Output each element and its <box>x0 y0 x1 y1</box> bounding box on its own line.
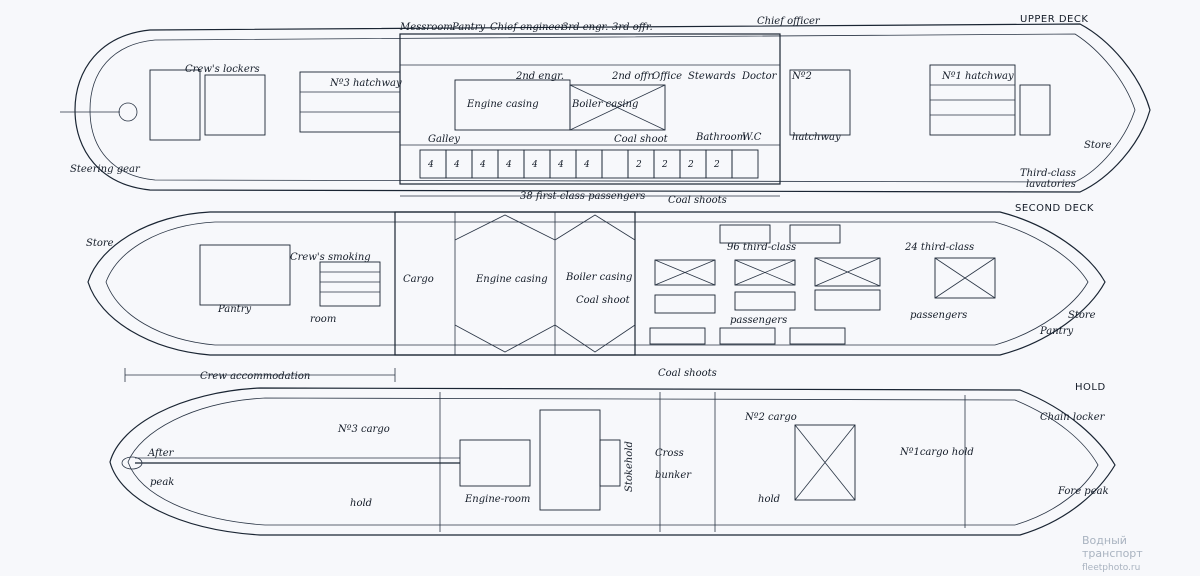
hold-hull-outline <box>109 387 1116 536</box>
bathroom-label: Bathroom <box>695 132 746 143</box>
wc-label: W.C <box>742 132 762 143</box>
svg-text:2: 2 <box>635 160 642 170</box>
svg-text:4: 4 <box>427 160 434 170</box>
third-class-lavatories-label-2: lavatories <box>1026 179 1076 190</box>
coal-shoots-top-label: Coal shoots <box>668 195 727 206</box>
stewards-label: Stewards <box>688 71 736 82</box>
hold-inner-line <box>127 397 1099 526</box>
no2-cargo-label: Nº2 cargo <box>744 412 797 423</box>
first-class-cabins <box>419 149 759 179</box>
pantry-label: Pantry <box>451 22 485 33</box>
passengers-label-1: passengers <box>730 315 787 326</box>
no2-hatchway-upper <box>789 69 851 136</box>
store-label: Store <box>1084 140 1112 151</box>
second-deck-machinery-block <box>394 211 636 356</box>
third-offr-label: 3rd offr. <box>612 22 653 33</box>
boiler-casing-second-label: Boiler casing <box>565 272 632 283</box>
upper-deck-plan: 4 4 4 4 4 4 4 2 2 2 2 UPPER DECK Messroo… <box>60 14 1151 202</box>
galley-label: Galley <box>428 134 460 145</box>
third-engr-label: 3rd engr. <box>562 22 608 33</box>
no2-label: Nº2 <box>791 71 812 82</box>
watermark-line-3: fleetphoto.ru <box>1082 563 1140 573</box>
engine-room-label: Engine-room <box>464 494 530 505</box>
second-deck-title: SECOND DECK <box>1015 203 1094 214</box>
cross-label: Cross <box>655 448 684 459</box>
peak-label: peak <box>150 477 174 488</box>
second-engr-label: 2nd engr. <box>515 71 564 82</box>
crews-smoking-label: Crew's smoking <box>290 252 371 263</box>
third-class-berths <box>649 224 996 345</box>
boiler-casing-label: Boiler casing <box>571 99 638 110</box>
upper-deck-hull-outline <box>74 23 1151 193</box>
boiler-block <box>539 409 601 511</box>
svg-text:2: 2 <box>713 160 720 170</box>
svg-text:2: 2 <box>687 160 694 170</box>
no1-cargo-hold-label: Nº1cargo hold <box>899 447 974 458</box>
second-offr-label: 2nd offr. <box>611 71 654 82</box>
hold-title: HOLD <box>1075 382 1106 393</box>
boiler-casing-upper <box>569 84 666 131</box>
third-class-lavatories-label-1: Third-class <box>1020 168 1076 179</box>
doctor-label: Doctor <box>741 71 778 82</box>
svg-text:2: 2 <box>661 160 668 170</box>
upper-deck-title: UPPER DECK <box>1020 14 1088 25</box>
engine-casing-label: Engine casing <box>466 99 539 110</box>
hold-aft-label: hold <box>350 498 372 509</box>
office-label: Office <box>652 71 682 82</box>
svg-text:4: 4 <box>479 160 486 170</box>
hold-plan: HOLD After peak Nº3 cargo hold Engine-ro… <box>109 382 1116 536</box>
svg-text:4: 4 <box>583 160 590 170</box>
engine-block <box>459 439 531 487</box>
fore-peak-label: Fore peak <box>1057 486 1109 497</box>
coal-shoots-bottom-label: Coal shoots <box>658 368 717 379</box>
after-label: After <box>147 448 175 459</box>
upper-deck-inner-line <box>89 33 1136 183</box>
engine-casing-second-label: Engine casing <box>475 274 548 285</box>
chief-officer-label: Chief officer <box>757 16 821 27</box>
third-class-24-label: 24 third-class <box>904 242 974 253</box>
room-label: room <box>310 314 336 325</box>
passengers-label-2: passengers <box>910 310 967 321</box>
no3-hatchway-label: Nº3 hatchway <box>329 78 402 89</box>
no3-hatchway-upper <box>299 71 401 133</box>
no1-hatchway-label: Nº1 hatchway <box>941 71 1014 82</box>
watermark-line-1: Водный <box>1082 534 1127 547</box>
second-deck-hull-outline <box>87 211 1106 356</box>
second-deck-plan: SECOND DECK Store Crew's smoking room Pa… <box>86 195 1106 382</box>
bunker-label: bunker <box>655 470 692 481</box>
chief-engineer-label: Chief engineer <box>490 22 566 33</box>
pantry-fwd-label: Pantry <box>1039 326 1073 337</box>
pantry-aft-label: Pantry <box>217 304 251 315</box>
third-class-96-label: 96 third-class <box>727 242 796 253</box>
store-fwd-label: Store <box>1068 310 1096 321</box>
first-class-passengers-label: 38 first-class passengers <box>520 191 645 202</box>
store-aft-label: Store <box>86 238 114 249</box>
crew-accommodation-label: Crew accommodation <box>200 371 310 382</box>
fleetphoto-watermark: Водный транспорт fleetphoto.ru <box>1082 534 1143 573</box>
watermark-line-2: транспорт <box>1082 547 1143 560</box>
second-deck-inner-line <box>105 221 1089 346</box>
svg-text:4: 4 <box>531 160 538 170</box>
svg-text:4: 4 <box>453 160 460 170</box>
no3-cargo-label: Nº3 cargo <box>337 424 390 435</box>
svg-text:4: 4 <box>505 160 512 170</box>
coal-shoot-second-label: Coal shoot <box>576 295 631 306</box>
cargo-label: Cargo <box>403 274 434 285</box>
svg-text:4: 4 <box>557 160 564 170</box>
chain-locker-label: Chain locker <box>1040 412 1106 423</box>
messroom-label: Messroom <box>399 22 453 33</box>
coal-shoot-label: Coal shoot <box>614 134 669 145</box>
hatchway-label: hatchway <box>792 132 841 143</box>
crews-lockers-label: Crew's lockers <box>185 64 260 75</box>
steering-gear-label: Steering gear <box>70 164 141 175</box>
stokehold-label: Stokehold <box>624 441 635 492</box>
hold-mid-label: hold <box>758 494 780 505</box>
